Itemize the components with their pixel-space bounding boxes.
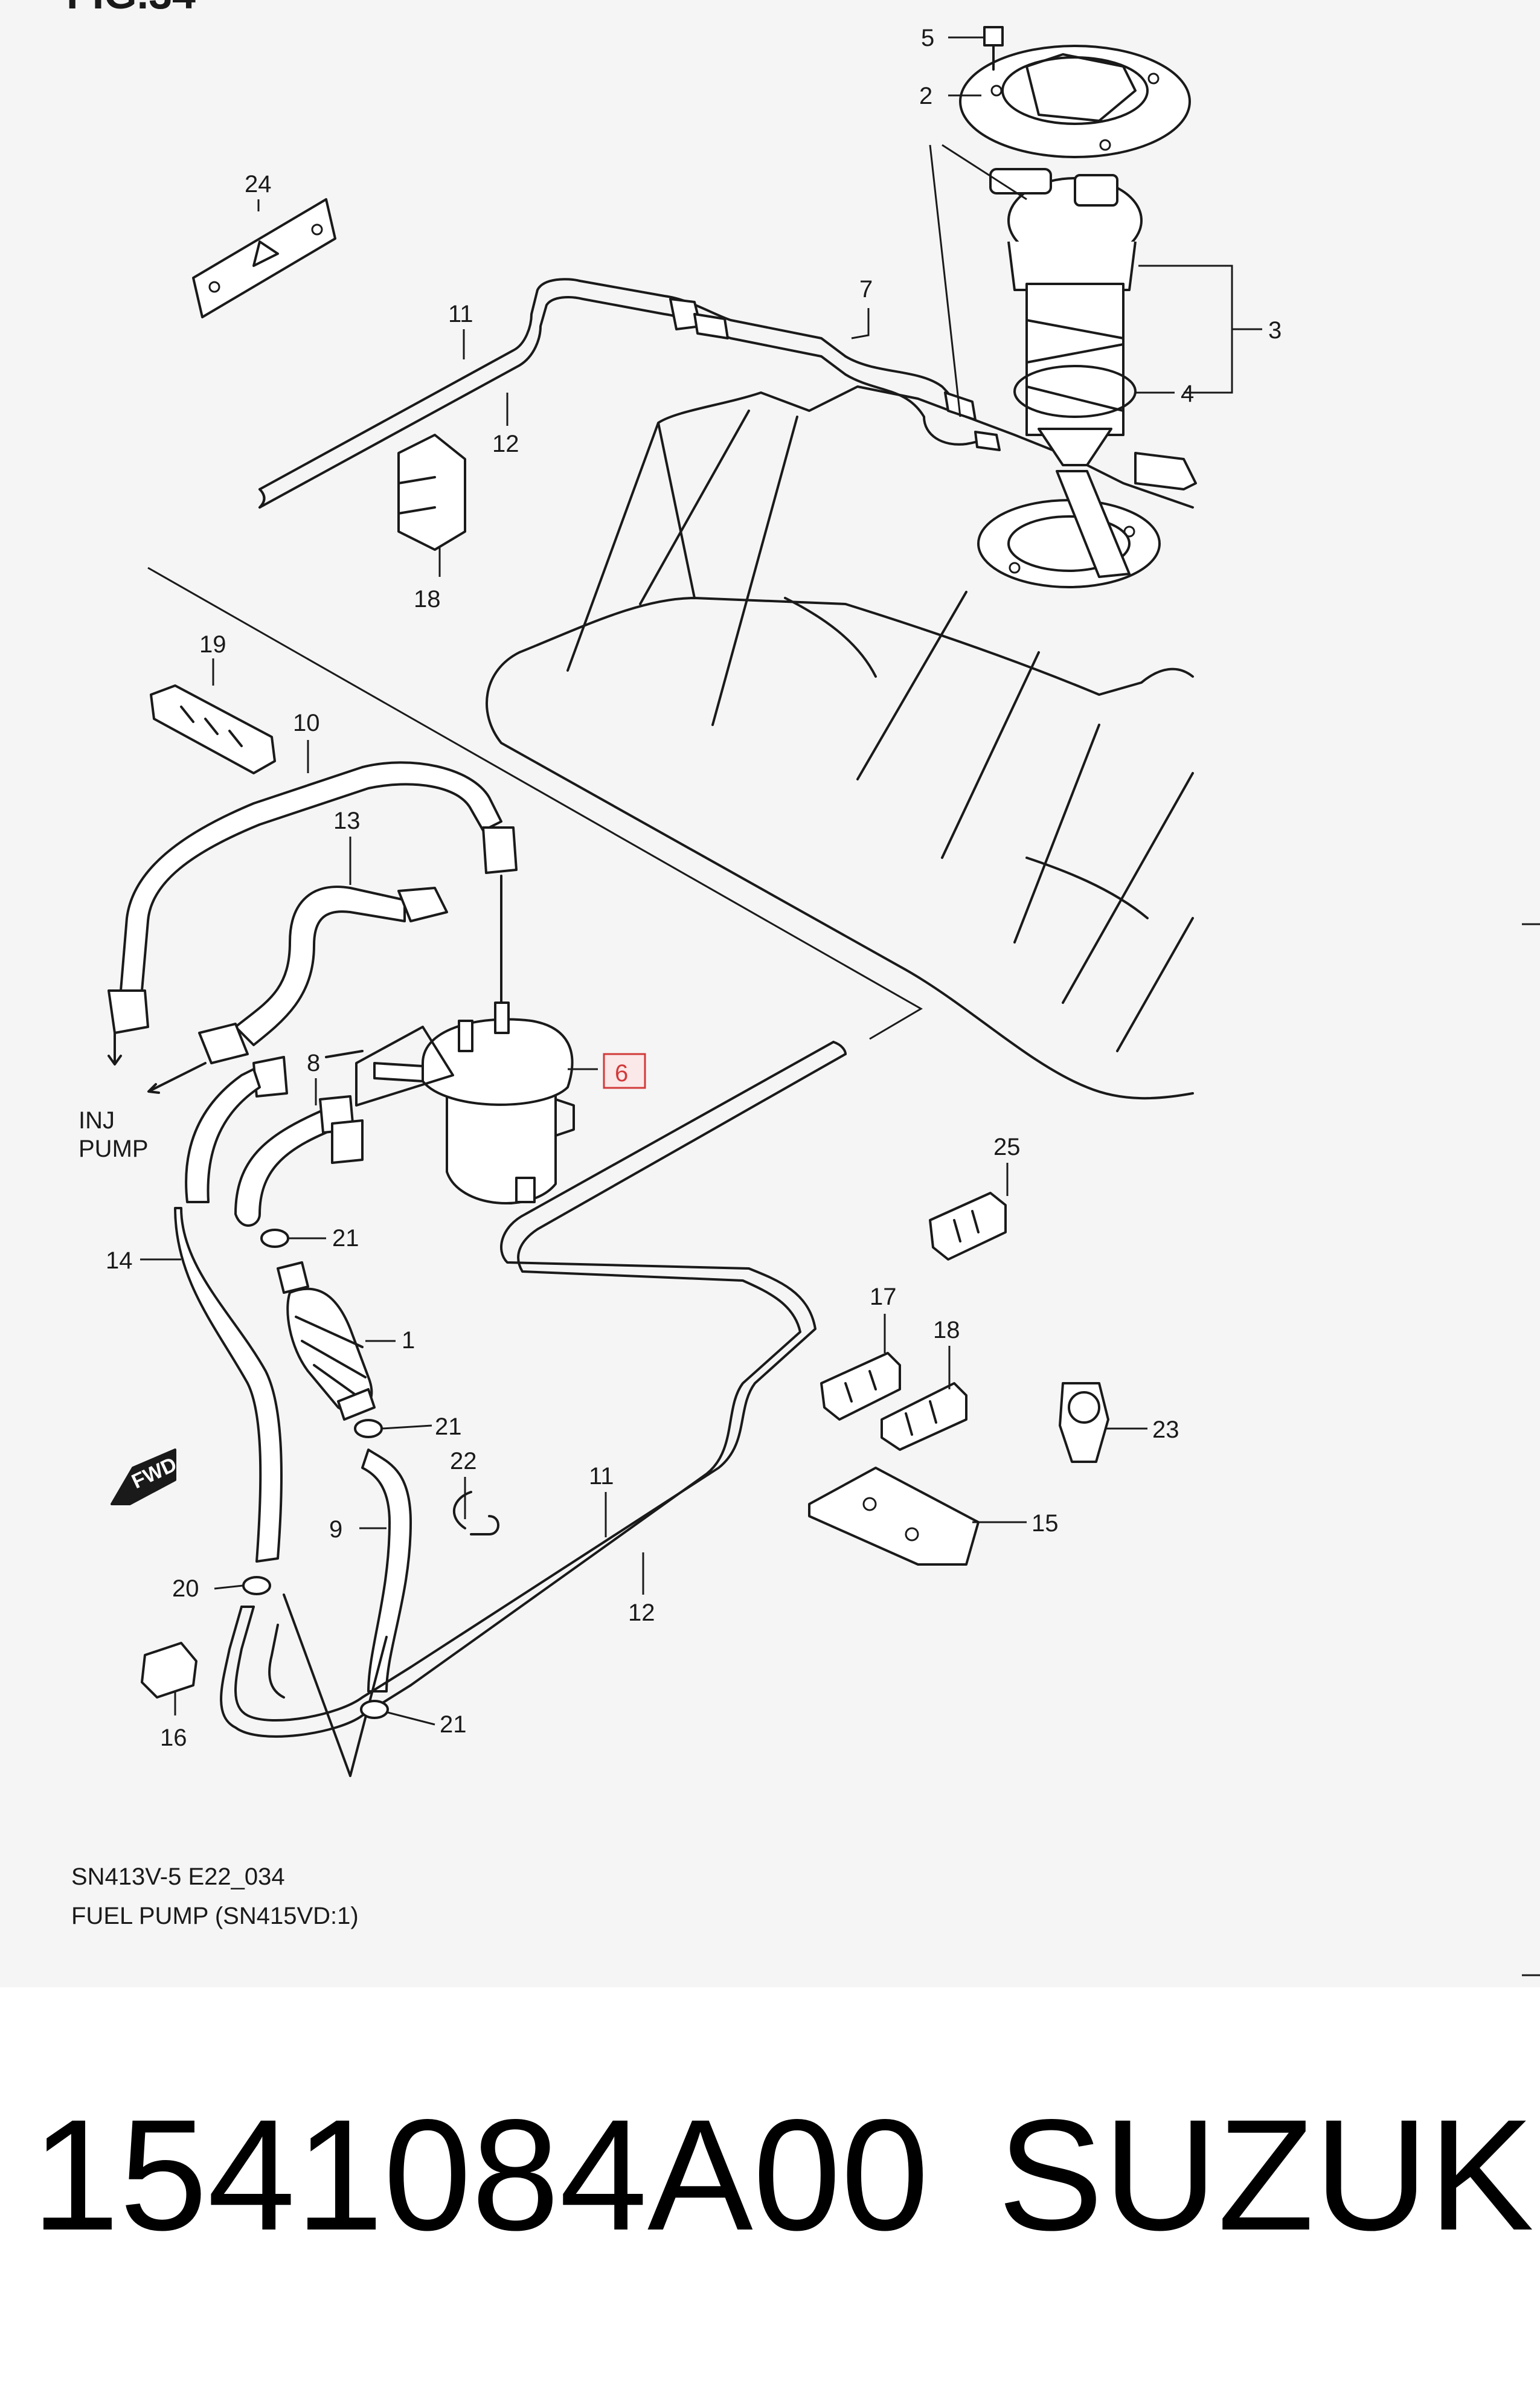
clip-part-25 [929,1192,1007,1261]
callout-2: 2 [919,83,932,109]
callout-3: 3 [1268,317,1282,344]
clip-part-22 [452,1491,499,1535]
callout-numbers: 5 2 24 7 3 4 11 12 18 19 10 13 8 6 25 14… [106,25,1282,1751]
bolt-part-5 [983,26,1004,71]
callout-11-lower: 11 [589,1463,614,1490]
clip-part-19 [150,684,276,774]
callout-7: 7 [859,276,873,303]
callout-15: 15 [1031,1510,1059,1537]
hose-clamps [242,1229,389,1719]
clip-part-17 [820,1352,901,1421]
callout-19: 19 [199,631,226,658]
fuel-filter-part-6 [325,1001,575,1205]
callout-14: 14 [106,1247,133,1274]
callout-12-upper: 12 [492,431,519,457]
pump-label: PUMP [79,1136,149,1162]
part-number-label: 1541084A00 [31,2086,929,2263]
brand-label: SUZUKI [998,2086,1540,2263]
priming-pump-part-1 [277,1261,376,1421]
diagram-title-caption: FUEL PUMP (SN415VD:1) [71,1903,359,1929]
callout-17: 17 [870,1284,897,1310]
hose-part-13 [198,886,448,1064]
callout-20: 20 [172,1575,199,1602]
figure-heading: FIG.34 [66,0,196,18]
inj-pump-arrows [107,875,502,1094]
callout-16: 16 [160,1725,187,1751]
diagram-code-caption: SN413V-5 E22_034 [71,1863,285,1890]
hose-part-8 [234,1056,364,1227]
fuel-tank [486,385,1194,1100]
clip-part-16 [141,1642,197,1699]
bracket-part-24 [192,198,336,318]
callout-25: 25 [993,1134,1021,1160]
forward-direction-arrow: FWD [111,1448,181,1505]
fuel-pump-assembly [959,45,1197,588]
callout-4: 4 [1181,381,1194,407]
callout-21-a: 21 [332,1225,359,1252]
clip-part-18-lower [881,1382,967,1451]
inj-label: INJ [79,1107,115,1134]
callout-11-upper: 11 [448,301,473,327]
callout-8: 8 [307,1050,320,1076]
hose-part-10 [107,761,518,1034]
highlighted-part-box [603,1053,646,1089]
pump-mounting-plate [959,45,1191,158]
fuel-system-exploded-diagram: FIG.34 [66,0,1540,1976]
callout-10: 10 [293,710,320,736]
callout-9: 9 [329,1516,342,1543]
callout-5: 5 [921,25,934,51]
callout-13: 13 [333,808,361,834]
callout-22: 22 [450,1448,477,1474]
tank-gasket-ring [1013,365,1137,418]
clip-part-23 [1059,1382,1109,1463]
clip-part-18-upper [397,434,466,551]
callout-21-c: 21 [440,1711,467,1738]
callout-23: 23 [1152,1416,1179,1443]
callout-18-upper: 18 [414,586,441,612]
lower-fuel-lines [220,1041,847,1777]
hose-part-14 [174,1068,283,1563]
hose-part-9 [361,1448,412,1693]
callout-21-b: 21 [435,1413,462,1440]
callout-leaders [140,36,1262,1726]
callout-1: 1 [402,1327,415,1354]
protector-part-15 [808,1467,980,1566]
callout-6: 6 [615,1060,628,1087]
parts-diagram-panel: FIG.34 [66,0,1540,1976]
section-divider-lines [147,144,1540,1976]
callout-24: 24 [245,171,272,198]
upper-fuel-lines [258,278,1001,509]
callout-18-lower: 18 [933,1317,960,1343]
callout-12-lower: 12 [628,1599,655,1626]
